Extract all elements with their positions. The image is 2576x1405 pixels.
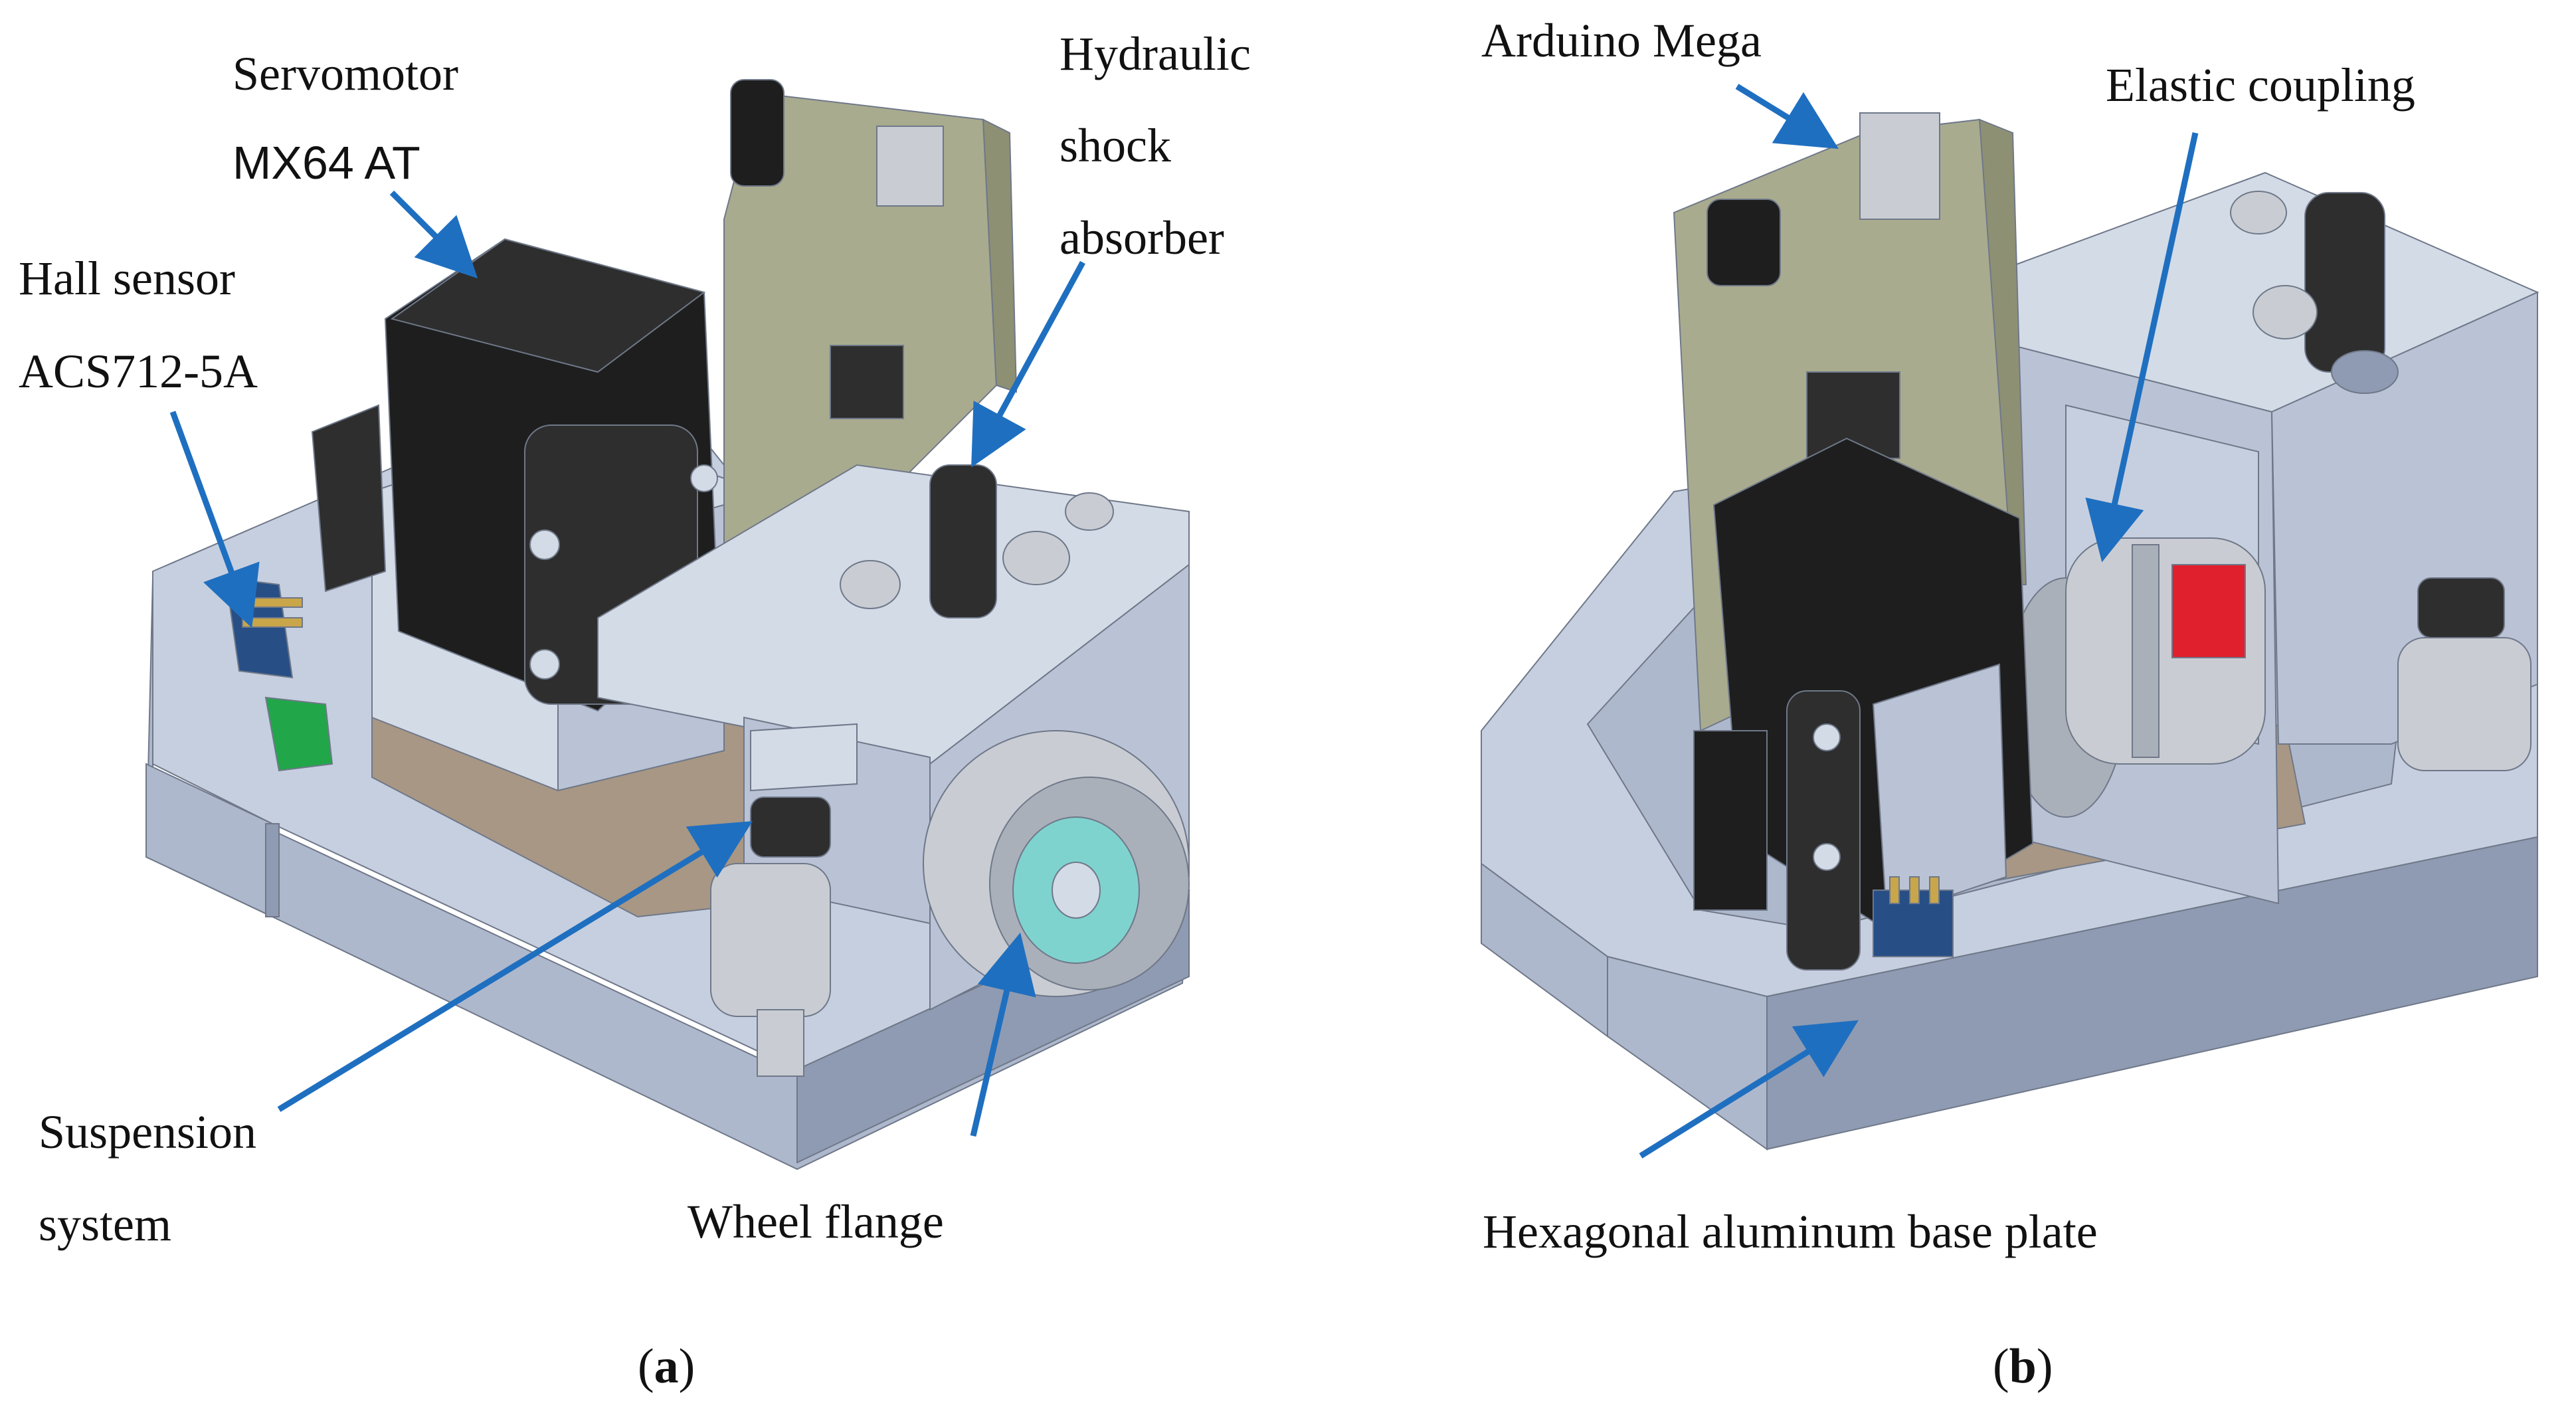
callout-arrows bbox=[169, 84, 2199, 1159]
label-hexagonal-base: Hexagonal aluminum base plate bbox=[1483, 1205, 2098, 1258]
caption-a-open: ( bbox=[638, 1339, 654, 1394]
assembly-a bbox=[145, 79, 1190, 1171]
label-servomotor: Servomotor bbox=[232, 47, 458, 100]
label-hydraulic-3: absorber bbox=[1059, 211, 1224, 264]
wheel-flange-a bbox=[923, 730, 1190, 997]
suspension-b bbox=[2397, 577, 2531, 771]
label-suspension-1: Suspension bbox=[39, 1105, 257, 1159]
caption-b-open: ( bbox=[1993, 1339, 2009, 1394]
label-hall-sensor: Hall sensor bbox=[19, 252, 235, 305]
caption-b: (b) bbox=[1993, 1342, 2053, 1391]
caption-b-close: ) bbox=[2036, 1339, 2053, 1394]
label-suspension-2: system bbox=[39, 1198, 172, 1251]
assembly-b bbox=[1481, 112, 2539, 1151]
radio-module-b bbox=[1693, 730, 1768, 911]
arrow-arduino bbox=[1735, 84, 1839, 149]
label-elastic-coupling: Elastic coupling bbox=[2106, 58, 2415, 112]
hydraulic-absorber-a bbox=[840, 464, 1114, 618]
pcb-a bbox=[723, 79, 1018, 573]
arrow-suspension bbox=[277, 820, 753, 1112]
elastic-coupling-b bbox=[2005, 537, 2266, 818]
suspension-a bbox=[710, 796, 831, 1077]
hall-sensor-b bbox=[1873, 876, 1954, 957]
caption-b-letter: b bbox=[2009, 1339, 2037, 1394]
arrow-wheel-flange bbox=[970, 932, 1036, 1137]
caption-a-letter: a bbox=[654, 1339, 679, 1394]
hydraulic-absorber-b bbox=[2230, 191, 2399, 394]
arrow-hall-sensor bbox=[169, 411, 260, 628]
arrow-hexagonal bbox=[1639, 1020, 1859, 1159]
label-hydraulic-1: Hydraulic bbox=[1059, 27, 1251, 80]
servo-side-panel-a bbox=[311, 404, 387, 593]
label-arduino: Arduino Mega bbox=[1481, 14, 1762, 67]
caption-a: (a) bbox=[638, 1342, 695, 1391]
caption-a-close: ) bbox=[678, 1339, 695, 1394]
label-wheel-flange: Wheel flange bbox=[688, 1195, 944, 1248]
arrow-hydraulic bbox=[971, 260, 1085, 468]
left-bracket-b bbox=[1872, 663, 2007, 918]
label-hydraulic-2: shock bbox=[1059, 119, 1171, 172]
arrow-servomotor bbox=[389, 190, 478, 279]
label-servo-model: MX64 AT bbox=[232, 137, 420, 189]
arrow-elastic bbox=[2085, 132, 2199, 563]
label-hall-model: ACS712-5A bbox=[19, 345, 258, 398]
